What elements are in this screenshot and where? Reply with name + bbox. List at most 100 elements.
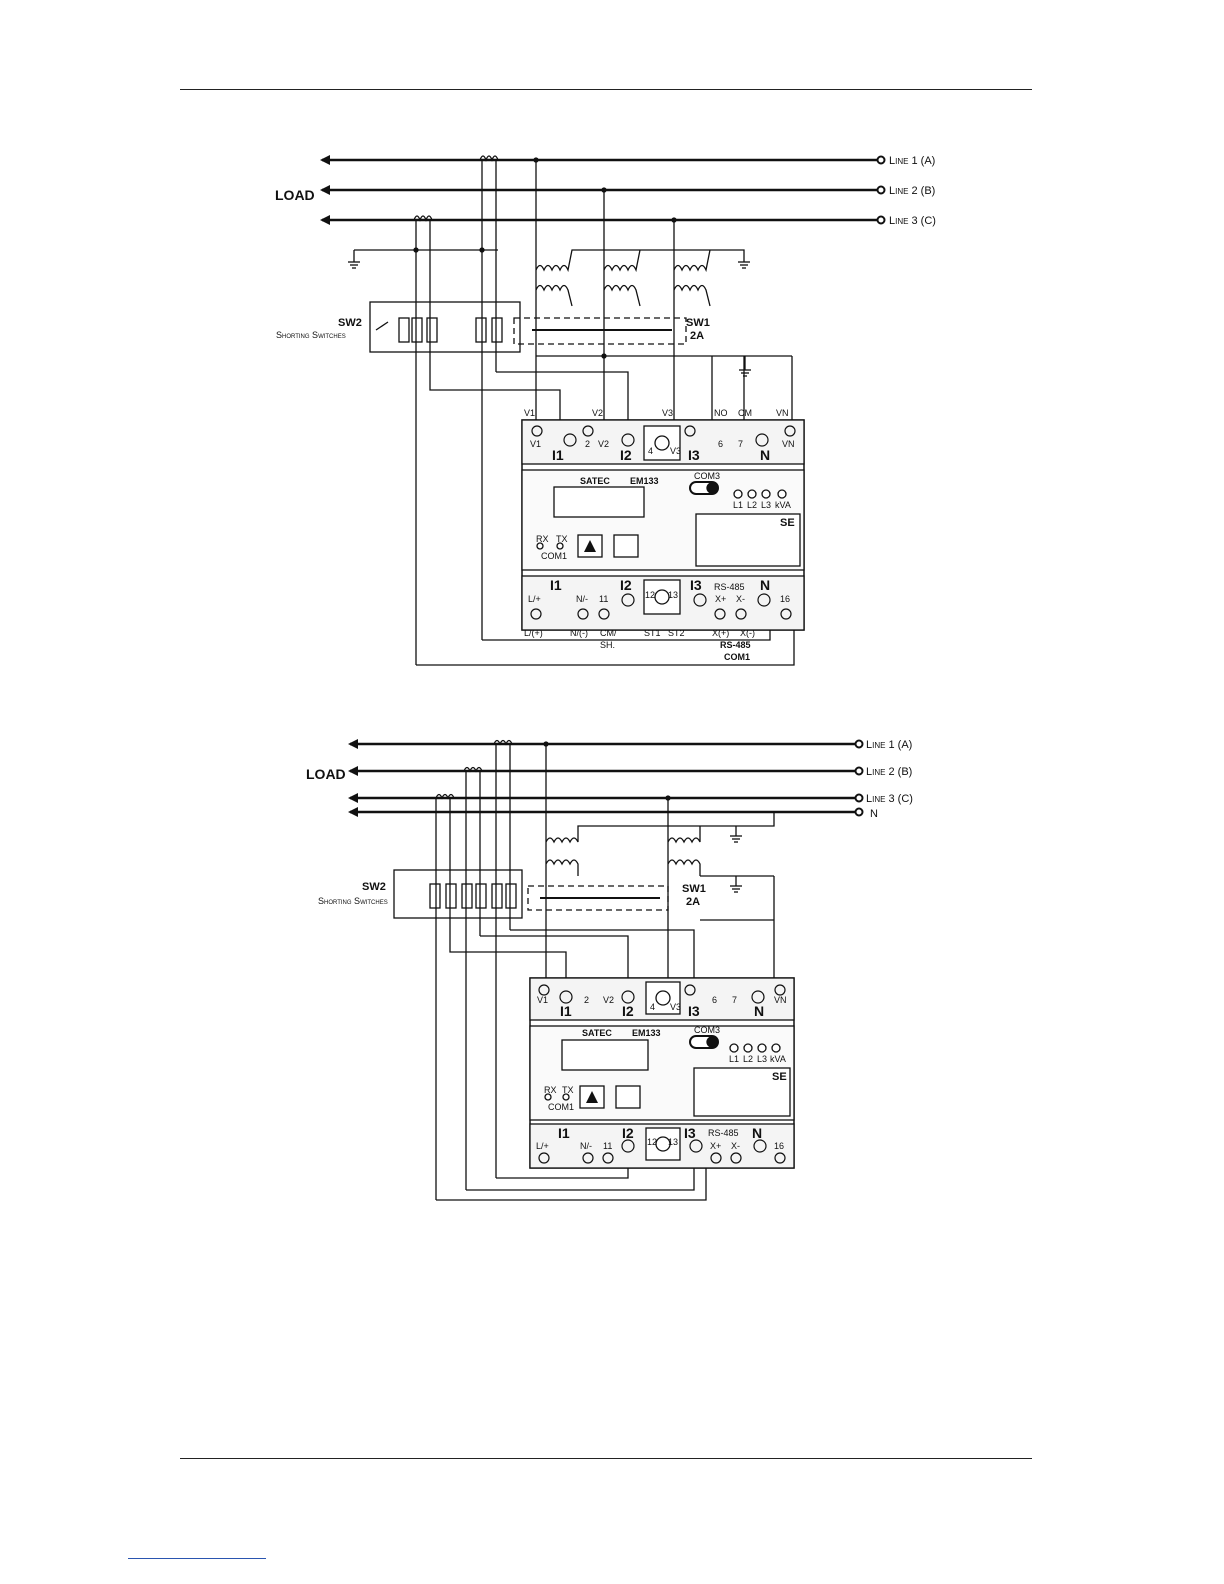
d2-bterm-11: 11 xyxy=(603,1141,612,1151)
load-label-2: LOAD xyxy=(306,766,346,782)
header-rule xyxy=(180,89,1032,90)
term-v2: V2 xyxy=(598,439,609,449)
diagram-2-labels: LOAD Line 1 (A) Line 2 (B) Line 3 (C) N … xyxy=(306,739,913,1151)
load-label-1: LOAD xyxy=(275,187,315,203)
top-n: N xyxy=(760,447,770,463)
term-2: 2 xyxy=(585,439,590,449)
d2-bterm-13: 13 xyxy=(668,1137,678,1147)
wire-l-plus: L/(+) xyxy=(524,628,543,638)
sw2-label: SW2 xyxy=(338,317,362,329)
wire-label-no: NO xyxy=(714,408,728,418)
led-kva: kVA xyxy=(775,500,791,510)
footnote-link-line xyxy=(128,1558,266,1559)
term-7: 7 xyxy=(738,439,743,449)
brand-1: SATEC xyxy=(580,476,610,486)
d2-bottom-i1: I1 xyxy=(558,1125,570,1141)
d2-sw1-label: SW1 xyxy=(682,883,706,895)
top-i3: I3 xyxy=(688,447,700,463)
sw1-label: SW1 xyxy=(686,317,710,329)
wire-sh: SH. xyxy=(600,640,615,650)
d2-led-l2: L2 xyxy=(743,1054,753,1064)
d2-led-kva: kVA xyxy=(770,1054,786,1064)
led-l3: L3 xyxy=(761,500,771,510)
term-6: 6 xyxy=(718,439,723,449)
d2-term-2: 2 xyxy=(584,995,589,1005)
d2-bottom-i2: I2 xyxy=(622,1125,634,1141)
com1-1: COM1 xyxy=(541,551,567,561)
d2-top-i2: I2 xyxy=(622,1003,634,1019)
diagram-2 xyxy=(348,739,864,1201)
term-4: 4 xyxy=(648,446,653,456)
d2-sw2-label: SW2 xyxy=(362,881,386,893)
d2-bterm-xm: X- xyxy=(731,1141,740,1151)
bterm-xp: X+ xyxy=(715,594,726,604)
model-2: EM133 xyxy=(632,1028,661,1038)
bottom-i1: I1 xyxy=(550,577,562,593)
bottom-i2: I2 xyxy=(620,577,632,593)
d2-term-vn: VN xyxy=(774,995,787,1005)
sw1-rating: 2A xyxy=(690,330,704,342)
d2-bterm-16: 16 xyxy=(774,1141,784,1151)
diagram-1-labels: LOAD Line 1 (A) Line 2 (B) Line 3 (C) SW… xyxy=(275,155,936,662)
wire-st2: ST2 xyxy=(668,628,685,638)
wire-cm: CM/ xyxy=(600,628,617,638)
se-mark-1: SE xyxy=(780,517,795,529)
rs485-term-1: RS-485 xyxy=(714,582,745,592)
com3-1: COM3 xyxy=(694,471,720,481)
term-v3: V3 xyxy=(670,446,681,456)
bterm-l: L/+ xyxy=(528,594,541,604)
d2-neutral-label: N xyxy=(870,808,878,820)
bterm-11: 11 xyxy=(599,594,608,604)
tx-2: TX xyxy=(562,1085,574,1095)
line-3-label: Line 3 (C) xyxy=(889,215,936,227)
d2-term-v1: V1 xyxy=(537,995,548,1005)
d2-bterm-n: N/- xyxy=(580,1141,592,1151)
d2-line-1-label: Line 1 (A) xyxy=(866,739,912,751)
top-i1: I1 xyxy=(552,447,564,463)
line-1-label: Line 1 (A) xyxy=(889,155,935,167)
wire-n-minus: N/(-) xyxy=(570,628,588,638)
bterm-13: 13 xyxy=(668,590,678,600)
wire-com1: COM1 xyxy=(724,652,750,662)
d2-shorting-label: Shorting Switches xyxy=(318,896,388,906)
d2-line-3-label: Line 3 (C) xyxy=(866,793,913,805)
wire-st1: ST1 xyxy=(644,628,661,638)
d2-term-7: 7 xyxy=(732,995,737,1005)
top-i2: I2 xyxy=(620,447,632,463)
wire-label-cm: CM xyxy=(738,408,752,418)
d2-term-4: 4 xyxy=(650,1002,655,1012)
d2-top-i3: I3 xyxy=(688,1003,700,1019)
wire-label-v3: V3 xyxy=(662,408,673,418)
d2-bottom-n: N xyxy=(752,1125,762,1141)
brand-2: SATEC xyxy=(582,1028,612,1038)
d2-led-l1: L1 xyxy=(729,1054,739,1064)
rs485-term-2: RS-485 xyxy=(708,1128,739,1138)
d2-line-2-label: Line 2 (B) xyxy=(866,766,912,778)
d2-top-n: N xyxy=(754,1003,764,1019)
se-mark-2: SE xyxy=(772,1071,787,1083)
bterm-xm: X- xyxy=(736,594,745,604)
term-v1: V1 xyxy=(530,439,541,449)
rx-2: RX xyxy=(544,1085,557,1095)
term-vn: VN xyxy=(782,439,795,449)
bottom-n: N xyxy=(760,577,770,593)
wire-rs485: RS-485 xyxy=(720,640,751,650)
wire-xm: X(-) xyxy=(740,628,755,638)
wire-label-v1: V1 xyxy=(524,408,535,418)
bottom-i3: I3 xyxy=(690,577,702,593)
bterm-16: 16 xyxy=(780,594,790,604)
com1-2: COM1 xyxy=(548,1102,574,1112)
led-l2: L2 xyxy=(747,500,757,510)
d2-top-i1: I1 xyxy=(560,1003,572,1019)
rx-1: RX xyxy=(536,534,549,544)
wire-label-v2: V2 xyxy=(592,408,603,418)
footer-rule xyxy=(180,1458,1032,1459)
tx-1: TX xyxy=(556,534,568,544)
wire-label-vn: VN xyxy=(776,408,789,418)
line-2-label: Line 2 (B) xyxy=(889,185,935,197)
diagram-1 xyxy=(320,155,886,666)
d2-bterm-xp: X+ xyxy=(710,1141,721,1151)
bterm-n: N/- xyxy=(576,594,588,604)
shorting-switches-label: Shorting Switches xyxy=(276,330,346,340)
